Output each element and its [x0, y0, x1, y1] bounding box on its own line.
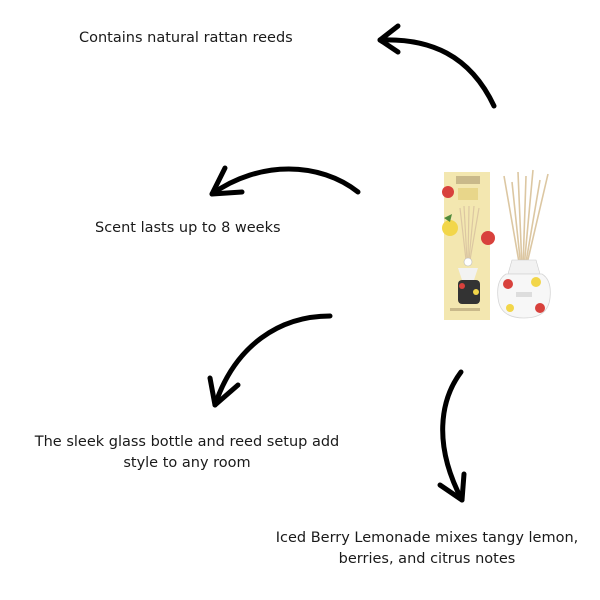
- callout-fragrance-notes: Iced Berry Lemonade mixes tangy lemon, b…: [275, 530, 579, 567]
- product-image: [442, 169, 551, 320]
- callout-scent-duration: Scent lasts up to 8 weeks: [95, 220, 281, 236]
- glass-bottle: [497, 259, 551, 319]
- reeds: [503, 169, 549, 269]
- product-box: [442, 172, 495, 320]
- callout-rattan-reeds: Contains natural rattan reeds: [79, 30, 293, 46]
- callout-glass-bottle: The sleek glass bottle and reed setup ad…: [34, 434, 340, 471]
- arrow-icon-top: [377, 23, 497, 109]
- arrow-icon-bottle: [207, 313, 333, 408]
- arrow-icon-notes: [437, 369, 467, 503]
- arrow-icon-scent: [209, 165, 361, 197]
